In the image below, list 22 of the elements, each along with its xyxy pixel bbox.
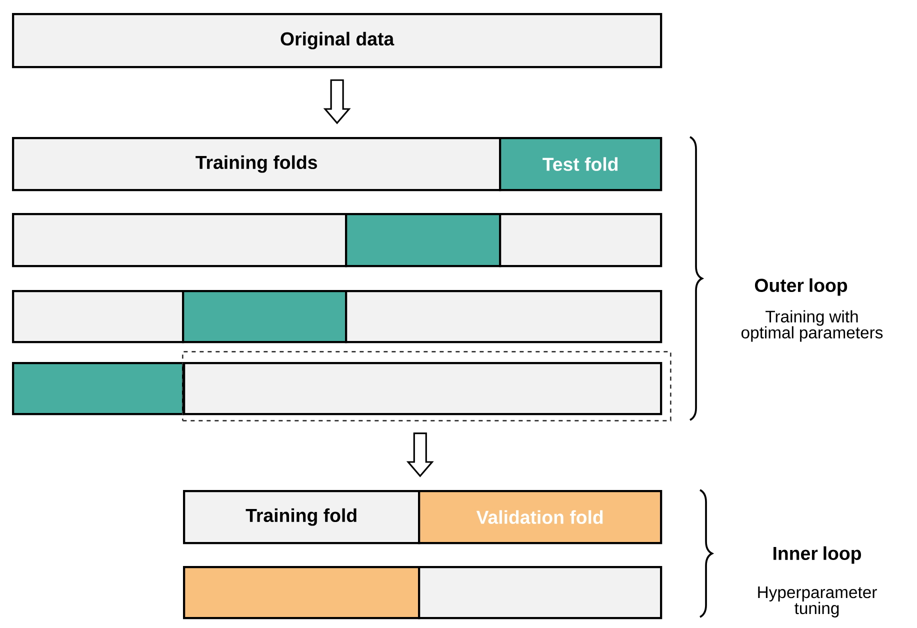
data-box: Original data (12, 13, 662, 68)
loop-description: Hyperparameter tuning (758, 586, 877, 618)
fold-box (418, 566, 662, 620)
loop-description: Training with optimal parameters (741, 310, 883, 342)
loop-title: Outer loop (754, 278, 848, 296)
dashed-frame (182, 351, 672, 422)
fold-box (345, 290, 662, 344)
loop-title: Inner loop (774, 546, 861, 564)
hollow-arrow (406, 432, 434, 478)
fold-box (183, 362, 662, 416)
fold-box (12, 213, 348, 268)
fold-box: Training fold (183, 490, 420, 544)
fold-box (182, 290, 348, 344)
fold-box (12, 362, 184, 416)
hollow-arrow (323, 79, 351, 124)
fold-box (345, 213, 502, 268)
fold-box (499, 213, 662, 268)
fold-box (183, 566, 420, 620)
fold-box (12, 290, 184, 344)
fold-box: Test fold (499, 137, 662, 192)
fold-box: Validation fold (418, 490, 662, 544)
fold-box: Training folds (12, 137, 502, 192)
